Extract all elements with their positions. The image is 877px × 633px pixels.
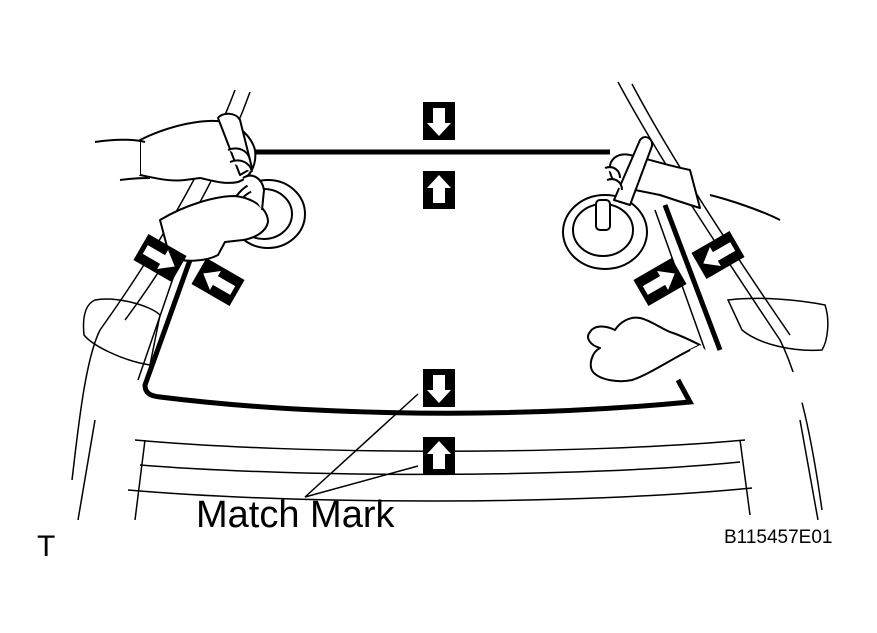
- arrow-up-icon: [423, 171, 455, 209]
- arrow-down-icon: [423, 102, 455, 140]
- callout-leader: [304, 393, 419, 498]
- arrow-left-icon: [191, 258, 245, 306]
- match-mark-label: Match Mark: [196, 494, 395, 536]
- figure-code: B115457E01: [724, 527, 833, 548]
- vehicle-body: [71, 81, 829, 521]
- arrow-down-icon: [423, 369, 455, 407]
- arrow-left-icon: [691, 231, 745, 279]
- sleeve: [0, 138, 877, 405]
- arrow-up-icon: [423, 437, 455, 475]
- corner-letter: T: [37, 530, 56, 563]
- arrow-right-icon: [633, 258, 687, 306]
- hand-icon: [139, 112, 701, 383]
